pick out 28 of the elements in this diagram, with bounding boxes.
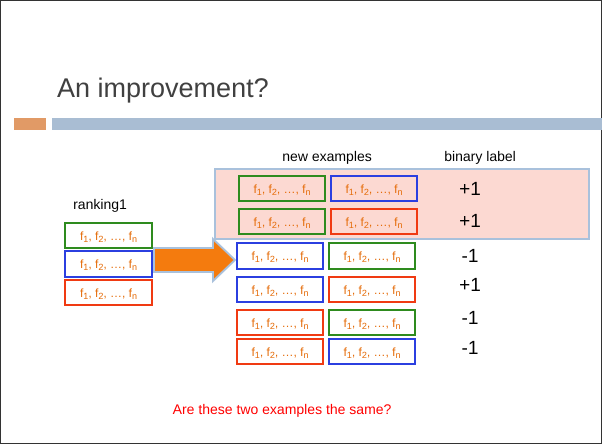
feature-box: f$_{1}$, f$_{2}$, …, f$_{n}$ [328,309,416,336]
feature-box: f$_{1}$, f$_{2}$, …, f$_{n}$ [64,250,153,278]
feature-box: f$_{1}$, f$_{2}$, …, f$_{n}$ [328,242,416,270]
feature-box: f$_{1}$, f$_{2}$, …, f$_{n}$ [330,175,418,202]
feature-box: f$_{1}$, f$_{2}$, …, f$_{n}$ [330,208,418,235]
caption: Are these two examples the same? [172,400,392,419]
feature-box: f$_{1}$, f$_{2}$, …, f$_{n}$ [238,208,326,235]
label-value: +1 [458,274,482,298]
column-heading: new examples [281,147,373,166]
label-value: +1 [458,210,482,234]
column-heading: binary label [443,147,517,166]
feature-box: f$_{1}$, f$_{2}$, …, f$_{n}$ [328,338,416,365]
slide-title: An improvement? [57,72,269,105]
label-value: -1 [460,245,480,269]
feature-box: f$_{1}$, f$_{2}$, …, f$_{n}$ [328,276,416,303]
label-value: -1 [460,307,480,331]
feature-box: f$_{1}$, f$_{2}$, …, f$_{n}$ [238,175,326,202]
label-value: -1 [460,337,480,361]
column-heading: ranking1 [72,195,128,214]
feature-box: f$_{1}$, f$_{2}$, …, f$_{n}$ [64,222,153,249]
highlight-box [214,168,590,240]
feature-box: f$_{1}$, f$_{2}$, …, f$_{n}$ [236,276,324,303]
feature-box: f$_{1}$, f$_{2}$, …, f$_{n}$ [64,279,153,306]
feature-box: f$_{1}$, f$_{2}$, …, f$_{n}$ [236,338,324,365]
block-arrow [153,236,236,284]
feature-box: f$_{1}$, f$_{2}$, …, f$_{n}$ [236,242,324,270]
label-value: +1 [458,178,482,202]
feature-box: f$_{1}$, f$_{2}$, …, f$_{n}$ [236,309,324,336]
